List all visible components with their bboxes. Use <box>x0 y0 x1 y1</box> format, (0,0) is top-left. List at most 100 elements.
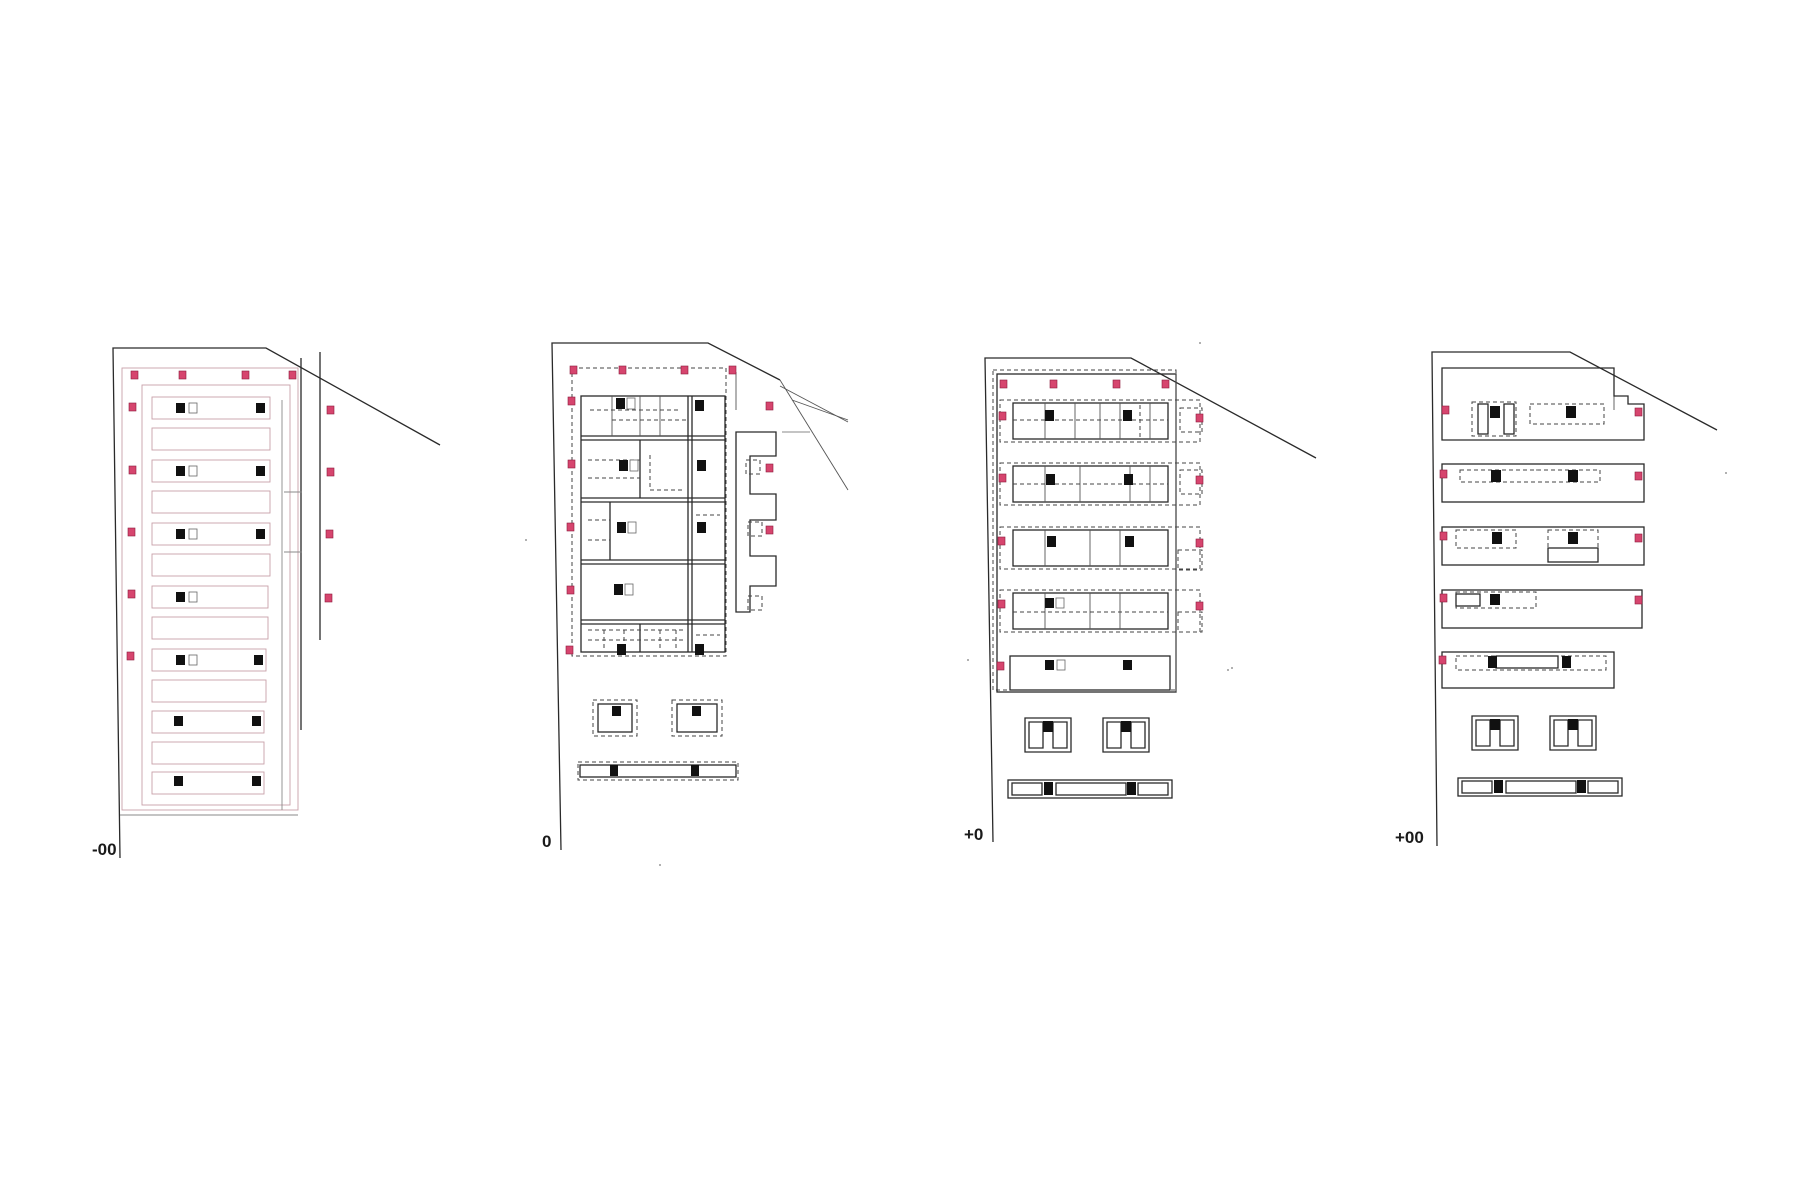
core-block-icon <box>256 529 265 539</box>
column-marker-icon <box>765 463 774 473</box>
dashed-room <box>1529 403 1605 425</box>
floor-strip <box>1441 463 1645 503</box>
dashed-annex <box>1179 407 1203 433</box>
pavilion-block <box>1549 715 1597 751</box>
core-block-icon <box>1123 660 1132 670</box>
bar-room <box>1461 780 1493 794</box>
column-marker-icon <box>1195 538 1204 548</box>
bar-room <box>1011 782 1043 796</box>
room-strip <box>151 679 267 703</box>
column-marker-icon <box>126 651 135 661</box>
core-block-icon <box>174 716 183 726</box>
room-strip <box>151 396 271 420</box>
void-icon <box>1055 597 1065 609</box>
core-block-icon <box>1488 656 1497 668</box>
site-boundary <box>112 347 441 859</box>
void-icon <box>188 465 198 477</box>
bar-room <box>1587 780 1619 794</box>
room-strip <box>151 616 269 640</box>
level-label: +00 <box>1395 828 1424 847</box>
core-block-icon <box>1568 719 1578 730</box>
dashed-zone <box>999 589 1201 633</box>
main-block <box>580 395 726 653</box>
bar-block <box>577 761 739 781</box>
room-strip <box>151 490 271 514</box>
column-marker-icon <box>566 585 575 595</box>
room-strip <box>151 648 267 672</box>
void-icon <box>624 583 634 596</box>
room-strips <box>151 396 271 795</box>
column-marker-icon <box>1441 405 1450 415</box>
core-block-icon <box>1494 780 1503 793</box>
core-block-icon <box>176 655 185 665</box>
void-icon <box>188 654 198 666</box>
core-block-icon <box>1044 782 1053 795</box>
column-marker-icon <box>1049 379 1058 389</box>
column-marker-icon <box>998 473 1007 483</box>
column-marker-icon <box>178 370 187 380</box>
floor-strip <box>1012 529 1169 567</box>
top-block <box>1441 367 1645 441</box>
column-marker-icon <box>567 459 576 469</box>
void-icon <box>188 402 198 414</box>
pavilion-block <box>1471 715 1519 751</box>
dashed-zone <box>1455 655 1607 671</box>
column-marker-icon <box>1439 531 1448 541</box>
column-marker-icon <box>326 467 335 477</box>
core-block-icon <box>691 765 699 776</box>
floor-strip <box>1441 651 1615 689</box>
room-strip <box>151 522 271 546</box>
room-box <box>1495 655 1559 669</box>
site-boundary <box>551 342 781 851</box>
bar-inner <box>579 764 737 778</box>
column-marker-icon <box>326 405 335 415</box>
core-block-icon <box>1047 536 1056 547</box>
pavilion-block <box>671 699 723 737</box>
bar-room <box>1505 780 1577 794</box>
column-marker-icon <box>997 536 1006 546</box>
pavilion-block <box>1102 717 1150 753</box>
core-block-icon <box>612 706 621 716</box>
room-strip <box>151 427 271 451</box>
void-icon <box>627 521 637 534</box>
site-diagonal-line <box>791 399 849 421</box>
room-strip <box>151 741 265 765</box>
core-block-icon <box>614 584 623 595</box>
column-marker-icon <box>998 411 1007 421</box>
void-icon <box>188 591 198 603</box>
stair-room <box>1503 403 1515 435</box>
core-block-icon <box>1490 719 1500 730</box>
room-partitions <box>1044 403 1151 629</box>
dashed-room <box>1471 401 1517 437</box>
core-block-icon <box>1046 474 1055 485</box>
dashed-perimeter <box>571 367 727 657</box>
room-strip <box>151 459 271 483</box>
void-icon <box>188 528 198 540</box>
room-strip <box>151 771 265 795</box>
bar-room <box>1055 782 1127 796</box>
core-block-icon <box>1124 474 1133 485</box>
column-marker-icon <box>130 370 139 380</box>
core-block-icon <box>616 398 625 409</box>
level-label: 0 <box>542 832 551 851</box>
core-block-icon <box>1568 470 1578 482</box>
building-outline <box>996 373 1177 693</box>
column-marker-icon <box>680 365 689 375</box>
pavilion-block <box>1024 717 1072 753</box>
column-marker-icon <box>999 379 1008 389</box>
column-marker-icon <box>128 402 137 412</box>
column-marker-icon <box>1161 379 1170 389</box>
plan-level-0: 0 <box>542 342 849 851</box>
core-block-icon <box>1121 721 1131 732</box>
column-marker-icon <box>1634 595 1643 605</box>
building-outline <box>121 367 299 811</box>
core-block-icon <box>1043 721 1053 732</box>
column-marker-icon <box>618 365 627 375</box>
core-block-icon <box>1123 410 1132 421</box>
column-markers <box>126 370 335 661</box>
dashed-zone <box>999 526 1201 570</box>
core-block-icon <box>256 403 265 413</box>
column-marker-icon <box>128 465 137 475</box>
core-block-icon <box>1568 532 1578 544</box>
